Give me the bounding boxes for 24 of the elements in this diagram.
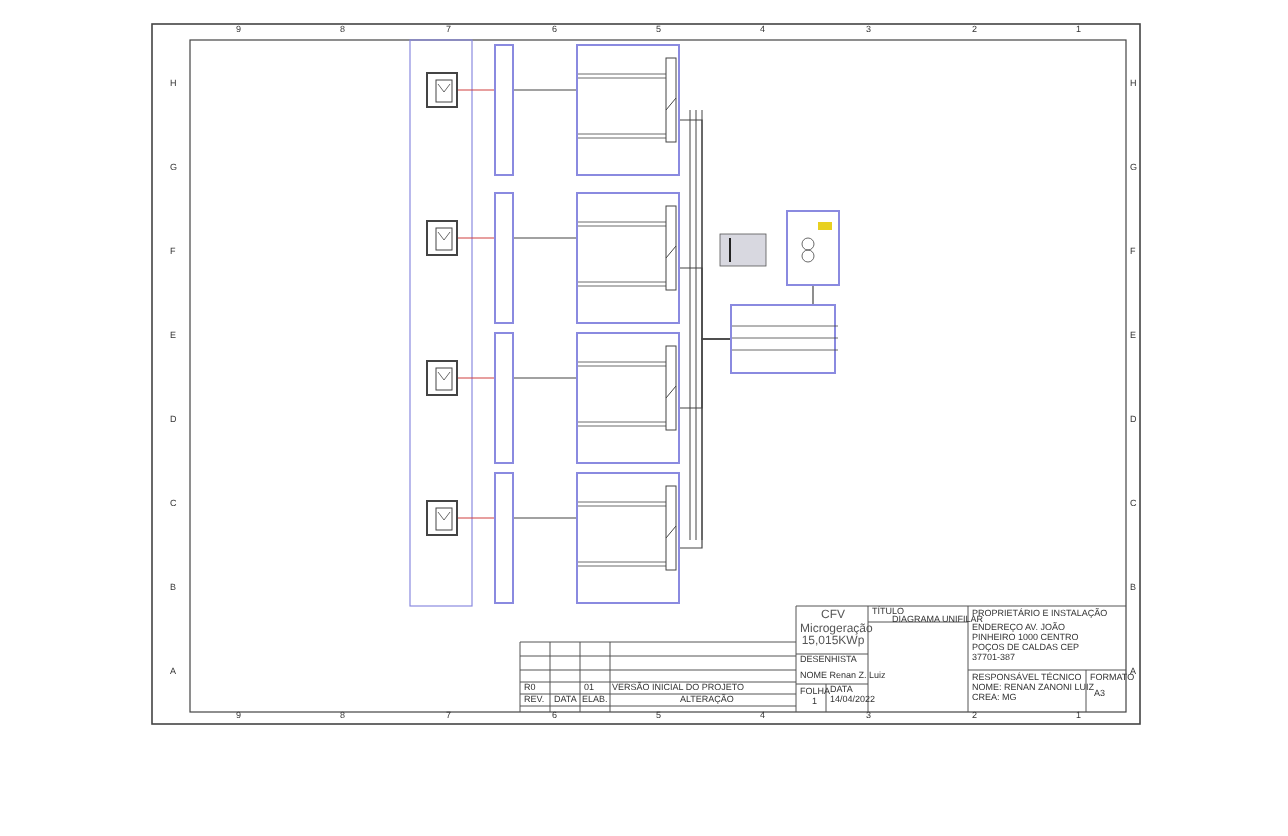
solar-module-symbol	[426, 72, 458, 108]
wire	[513, 517, 577, 519]
wire	[812, 285, 814, 305]
ac-panel	[730, 304, 836, 374]
wire	[513, 237, 577, 239]
solar-module-symbol	[426, 360, 458, 396]
inverter-panel	[576, 332, 680, 464]
inverter-panel	[576, 44, 680, 176]
string-box-panel	[494, 192, 514, 324]
wire	[457, 517, 495, 519]
string-box-panel	[494, 472, 514, 604]
solar-module-symbol	[426, 220, 458, 256]
inverter-panel	[576, 472, 680, 604]
wire	[457, 89, 495, 91]
wire	[679, 338, 731, 549]
string-box-panel	[494, 332, 514, 464]
wire	[513, 89, 577, 91]
wire	[457, 377, 495, 379]
meter-panel	[786, 210, 840, 286]
solar-module-symbol	[426, 500, 458, 536]
string-box-panel	[494, 44, 514, 176]
wire	[513, 377, 577, 379]
wire	[457, 237, 495, 239]
inverter-panel	[576, 192, 680, 324]
